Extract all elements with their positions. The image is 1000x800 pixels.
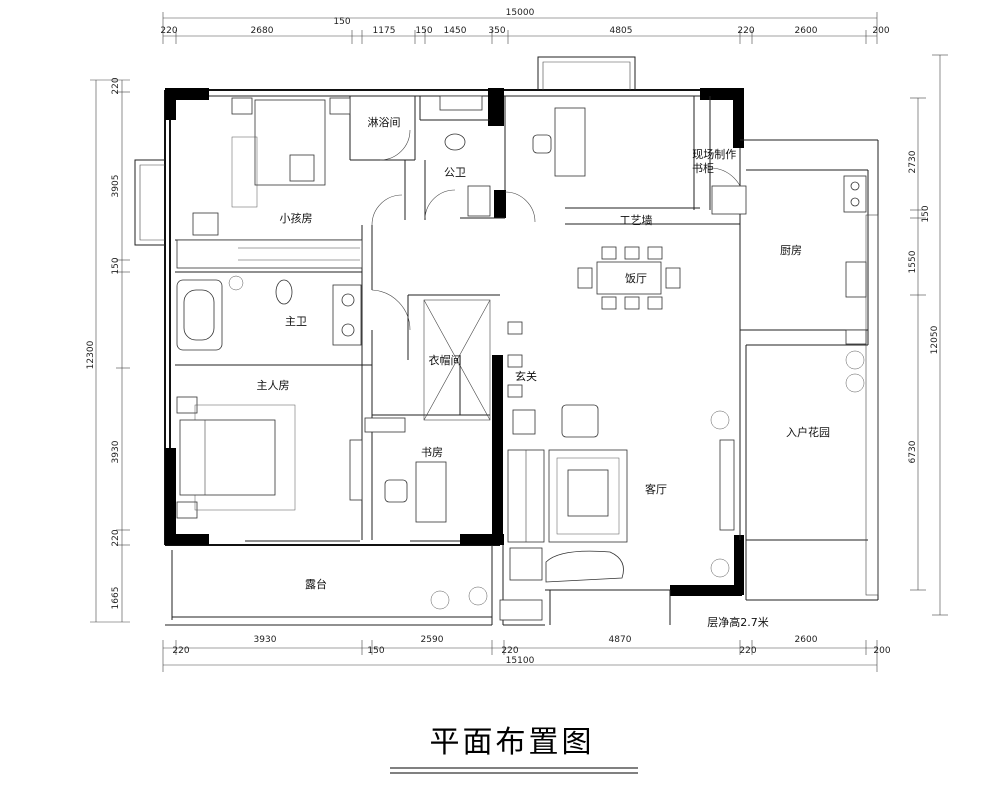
doors xyxy=(371,129,745,331)
label-craft-wall: 工艺墙 xyxy=(620,213,653,227)
child-room-furniture xyxy=(176,97,363,269)
label-shower: 淋浴间 xyxy=(368,116,401,129)
label-cabinet-line-1: 现场制作 xyxy=(692,147,736,161)
top-dim-9: 220 xyxy=(737,26,754,36)
bottom-dim-2: 3930 xyxy=(254,635,277,645)
bottom-dim-6: 4870 xyxy=(609,635,632,645)
ceiling-height-note: 层净高2.7米 xyxy=(707,615,769,629)
left-dim-4: 3930 xyxy=(111,440,121,463)
bottom-dim-1: 220 xyxy=(172,646,189,656)
bottom-total-dim: 15100 xyxy=(506,656,535,666)
plants xyxy=(228,275,865,610)
label-child-room: 小孩房 xyxy=(280,212,313,225)
bottom-dim-9: 200 xyxy=(873,646,890,656)
right-dim-1: 2730 xyxy=(908,150,918,173)
left-dim-6: 1665 xyxy=(111,587,121,610)
top-dim-6: 1450 xyxy=(444,26,467,36)
label-master-room: 主人房 xyxy=(257,379,290,392)
bath-fixtures xyxy=(439,95,543,621)
kitchen-fixtures xyxy=(843,175,867,345)
left-total-dim: 12300 xyxy=(86,340,96,369)
label-kitchen: 厨房 xyxy=(780,244,802,257)
bottom-dimensions: 220 3930 150 2590 220 4870 220 2600 200 … xyxy=(162,635,891,672)
bottom-dim-3: 150 xyxy=(367,646,384,656)
room-labels: 小孩房 淋浴间 公卫 现场制作 书柜 工艺墙 厨房 饭厅 主卫 衣帽间 玄关 主… xyxy=(257,116,831,591)
bottom-dim-5: 220 xyxy=(501,646,518,656)
living-furniture xyxy=(507,321,735,583)
top-dim-11: 200 xyxy=(872,26,889,36)
left-dim-3: 150 xyxy=(111,257,121,274)
cabinet-furniture xyxy=(532,107,747,215)
right-dim-2: 150 xyxy=(921,205,931,222)
top-dim-5: 150 xyxy=(415,26,432,36)
label-cabinet-line-2: 书柜 xyxy=(692,162,714,175)
walls xyxy=(134,56,879,626)
top-dim-3: 150 xyxy=(333,17,350,27)
top-total-dim: 15000 xyxy=(506,8,535,18)
right-dim-4: 6730 xyxy=(908,440,918,463)
dining-furniture xyxy=(577,246,681,310)
label-entry: 玄关 xyxy=(515,369,537,383)
right-total-dim: 12050 xyxy=(930,325,940,354)
top-dim-10: 2600 xyxy=(795,26,818,36)
right-dimensions: 2730 150 1550 6730 12050 xyxy=(908,54,948,616)
bottom-dim-8: 2600 xyxy=(795,635,818,645)
top-dim-8: 4805 xyxy=(610,26,633,36)
label-study: 书房 xyxy=(421,446,443,459)
label-public-bath: 公卫 xyxy=(444,166,466,179)
study-furniture xyxy=(349,417,447,523)
left-dim-1: 220 xyxy=(111,77,121,94)
left-dimensions: 220 3905 150 3930 220 1665 12300 xyxy=(86,77,130,623)
label-terrace: 露台 xyxy=(305,577,327,591)
top-dim-1: 220 xyxy=(160,26,177,36)
top-dim-7: 350 xyxy=(488,26,505,36)
right-dim-3: 1550 xyxy=(908,250,918,273)
top-dimensions: 15000 220 2680 150 1175 150 1450 350 480… xyxy=(160,8,890,44)
label-garden: 入户花园 xyxy=(786,425,830,439)
bottom-dim-4: 2590 xyxy=(421,635,444,645)
master-bath-fixtures xyxy=(176,279,362,351)
left-dim-5: 220 xyxy=(111,529,121,546)
master-bedroom-furniture xyxy=(176,396,296,519)
bottom-dim-7: 220 xyxy=(739,646,756,656)
top-dim-2: 2680 xyxy=(251,26,274,36)
plan-title: 平面布置图 xyxy=(430,725,595,760)
label-dining: 饭厅 xyxy=(625,272,647,285)
left-dim-2: 3905 xyxy=(111,175,121,198)
label-closet: 衣帽间 xyxy=(429,353,462,367)
label-master-bath: 主卫 xyxy=(285,315,307,328)
label-living: 客厅 xyxy=(645,482,667,496)
label-cabinet: 现场制作 书柜 xyxy=(692,147,740,175)
top-dim-4: 1175 xyxy=(373,26,396,36)
